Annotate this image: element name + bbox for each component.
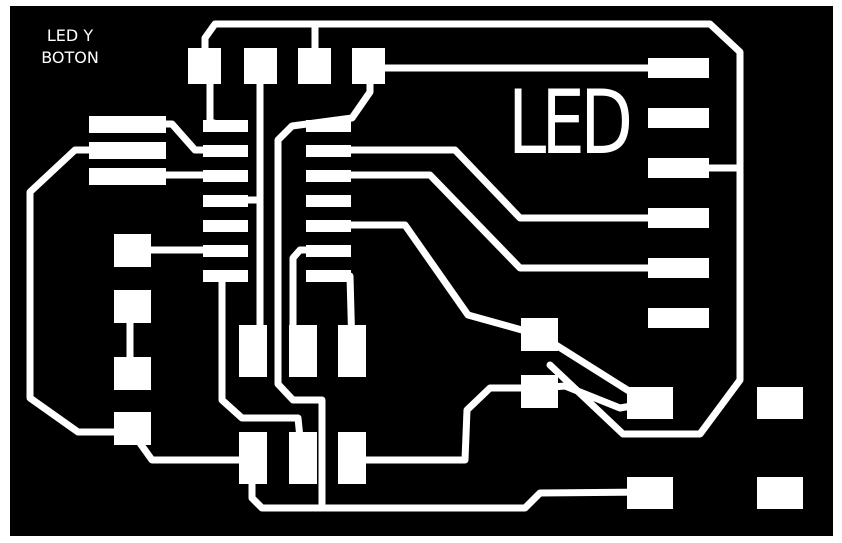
ic-pin-l4	[203, 195, 248, 207]
trace-top-loop	[201, 20, 744, 438]
pad-led-2	[648, 108, 709, 128]
ic-pin-l6	[203, 245, 248, 257]
trace-ic-to-button	[326, 221, 652, 407]
pad-left-3	[114, 357, 151, 390]
pad-bot-2	[289, 432, 317, 484]
trace-top-pad4-to-ic	[274, 64, 374, 509]
ic-pin-l2	[203, 145, 248, 157]
pad-res-2	[521, 375, 558, 408]
ic-pin-r5	[306, 220, 351, 232]
pad-header-3	[89, 168, 166, 185]
ic-pin-l1	[203, 120, 248, 132]
pad-led-6	[648, 308, 709, 328]
pad-button-1	[627, 387, 673, 419]
board-title-line1: LED Y	[46, 26, 94, 45]
ic-pin-r4	[306, 195, 351, 207]
pad-mid-3	[338, 325, 366, 377]
ic-pin-r6	[306, 245, 351, 257]
pad-button-2	[627, 477, 673, 509]
pad-button-3	[757, 387, 803, 419]
pad-header-1	[89, 116, 166, 133]
board-title-line2: BOTON	[41, 48, 99, 67]
pad-button-4	[757, 477, 803, 509]
trace-ic-to-led3	[326, 146, 684, 222]
pad-res-1	[521, 318, 558, 351]
trace-bottom-rail	[248, 456, 652, 512]
pad-led-1	[648, 58, 709, 78]
trace-left-loop	[26, 146, 139, 436]
pad-led-4	[648, 208, 709, 228]
pad-bot-1	[239, 432, 267, 484]
pad-header-2	[89, 142, 166, 159]
pad-bot-3	[338, 432, 366, 484]
ic-pin-r2	[306, 145, 351, 157]
pad-top-3	[298, 48, 331, 84]
pad-led-3	[648, 158, 709, 178]
ic-pin-l5	[203, 220, 248, 232]
trace-ic-to-led4	[326, 171, 684, 272]
pads	[89, 48, 803, 509]
pad-mid-1	[239, 325, 267, 377]
ic-pin-r7	[306, 270, 351, 282]
ic-pin-l7	[203, 270, 248, 282]
pad-led-5	[648, 258, 709, 278]
silkscreen-led-label: LED	[508, 71, 633, 174]
ic-pin-l3	[203, 170, 248, 182]
pad-left-1	[114, 234, 151, 267]
pad-mid-2	[289, 325, 317, 377]
trace-button-mid	[351, 382, 652, 464]
ic-pin-r3	[306, 170, 351, 182]
pad-top-4	[352, 48, 385, 84]
pad-top-1	[188, 48, 221, 84]
pad-top-2	[244, 48, 277, 84]
ic-pin-r1	[306, 120, 351, 132]
pad-left-4	[114, 412, 151, 445]
pad-left-2	[114, 290, 151, 323]
